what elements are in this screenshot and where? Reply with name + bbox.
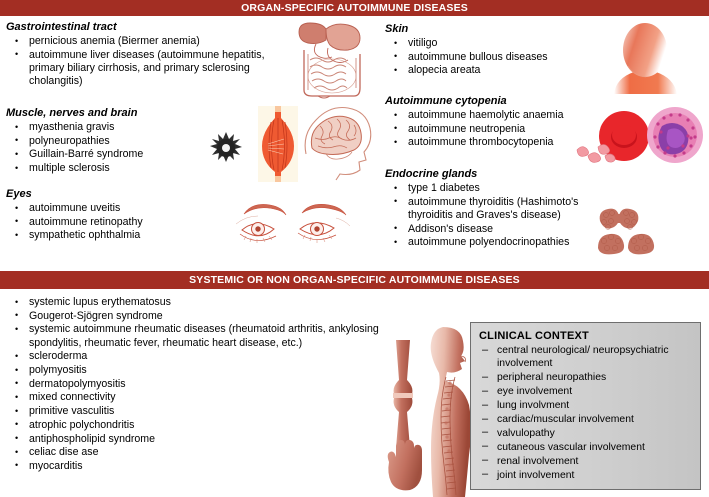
list-item: autoimmune polyendocrinopathies: [385, 236, 613, 249]
list-item: renal involvement: [477, 454, 696, 468]
section-skin: Skin vitiligo autoimmune bullous disease…: [385, 23, 600, 78]
list-item: polymyositis: [6, 364, 406, 377]
disease-list: vitiligo autoimmune bullous diseases alo…: [385, 36, 600, 78]
list-item: Guillain-Barré syndrome: [6, 148, 206, 161]
list-item: lung involvment: [477, 399, 696, 413]
list-item: autoimmune retinopathy: [6, 215, 206, 229]
organ-specific-banner: ORGAN-SPECIFIC AUTOIMMUNE DISEASES: [0, 0, 709, 16]
list-item: polyneuropathies: [6, 134, 206, 148]
list-item: cutaneous vascular involvement: [477, 440, 696, 454]
disease-list: pernicious anemia (Biermer anemia) autoi…: [6, 34, 296, 89]
eyes-illustration: [235, 200, 358, 250]
section-autoimmune-cytopenia: Autoimmune cytopenia autoimmune haemolyt…: [385, 95, 597, 150]
list-item: sympathetic ophthalmia: [6, 229, 206, 242]
clinical-context-list: central neurological/ neuropsychiatric i…: [477, 344, 696, 482]
section-gastrointestinal-tract: Gastrointestinal tract pernicious anemia…: [6, 21, 296, 89]
list-item: peripheral neuropathies: [477, 371, 696, 385]
section-title: Autoimmune cytopenia: [385, 95, 507, 107]
list-item: myocarditis: [6, 459, 406, 473]
list-item: type 1 diabetes: [385, 181, 613, 195]
section-title: Endocrine glands: [385, 168, 478, 180]
platelets-illustration: [575, 140, 616, 166]
section-title: Muscle, nerves and brain: [6, 107, 138, 119]
brain-head-profile-illustration: [296, 102, 380, 181]
white-blood-cell-illustration: [644, 104, 706, 166]
section-title: Skin: [385, 23, 409, 35]
list-item: dermatopolymyositis: [6, 377, 406, 391]
red-blood-cell-illustration: [596, 108, 652, 164]
skeletal-muscle-illustration: [258, 106, 298, 182]
disease-list: type 1 diabetes autoimmune thyroiditis (…: [385, 181, 613, 250]
digestive-system-illustration: [296, 20, 374, 102]
clinical-context-box: CLINICAL CONTEXT central neurological/ n…: [470, 322, 701, 490]
disease-list: myasthenia gravis polyneuropathies Guill…: [6, 120, 206, 175]
section-title: Gastrointestinal tract: [6, 21, 117, 33]
systemic-disease-section: systemic lupus erythematosus Gougerot-Sj…: [6, 295, 406, 474]
list-item: Addison's disease: [385, 222, 613, 236]
list-item: multiple sclerosis: [6, 162, 206, 175]
list-item: valvulopathy: [477, 426, 696, 440]
list-item: systemic autoimmune rheumatic diseases (…: [6, 323, 406, 349]
list-item: Gougerot-Sjögren syndrome: [6, 309, 406, 323]
dendritic-cell-illustration: [206, 128, 246, 168]
list-item: eye involvement: [477, 385, 696, 399]
list-item: primitive vasculitis: [6, 405, 406, 418]
systemic-disease-list: systemic lupus erythematosus Gougerot-Sj…: [6, 295, 406, 473]
list-item: celiac dise ase: [6, 446, 406, 459]
list-item: myasthenia gravis: [6, 120, 206, 134]
list-item: alopecia areata: [385, 64, 600, 77]
disease-list: autoimmune haemolytic anaemia autoimmune…: [385, 108, 597, 150]
list-item: mixed connectivity: [6, 391, 406, 404]
section-endocrine-glands: Endocrine glands type 1 diabetes autoimm…: [385, 168, 613, 250]
list-item: cardiac/muscular involvement: [477, 413, 696, 427]
human-body-spine-illustration: [417, 325, 479, 497]
systemic-banner: SYSTEMIC OR NON ORGAN-SPECIFIC AUTOIMMUN…: [0, 271, 709, 289]
list-item: pernicious anemia (Biermer anemia): [6, 34, 296, 48]
disease-list: autoimmune uveitis autoimmune retinopath…: [6, 201, 206, 243]
list-item: autoimmune haemolytic anaemia: [385, 108, 597, 122]
list-item: autoimmune neutropenia: [385, 122, 597, 136]
clinical-context-title: CLINICAL CONTEXT: [479, 330, 589, 342]
organ-specific-banner-title: ORGAN-SPECIFIC AUTOIMMUNE DISEASES: [241, 2, 468, 14]
list-item: vitiligo: [385, 36, 600, 50]
systemic-banner-title: SYSTEMIC OR NON ORGAN-SPECIFIC AUTOIMMUN…: [189, 274, 520, 286]
list-item: systemic lupus erythematosus: [6, 295, 406, 309]
section-eyes: Eyes autoimmune uveitis autoimmune retin…: [6, 188, 206, 243]
list-item: autoimmune thyroiditis (Hashimoto's thyr…: [385, 195, 613, 222]
list-item: autoimmune bullous diseases: [385, 50, 600, 64]
section-title: Eyes: [6, 188, 32, 200]
list-item: autoimmune uveitis: [6, 201, 206, 215]
list-item: central neurological/ neuropsychiatric i…: [477, 344, 696, 371]
list-item: autoimmune liver diseases (autoimmune he…: [6, 48, 296, 89]
list-item: scleroderma: [6, 350, 406, 363]
list-item: antiphospholipid syndrome: [6, 432, 406, 446]
list-item: atrophic polychondritis: [6, 418, 406, 432]
list-item: joint involvement: [477, 468, 696, 482]
section-muscle-nerves-brain: Muscle, nerves and brain myasthenia grav…: [6, 107, 206, 176]
list-item: autoimmune thrombocytopenia: [385, 136, 597, 149]
head-shoulders-skin-illustration: [600, 22, 700, 98]
